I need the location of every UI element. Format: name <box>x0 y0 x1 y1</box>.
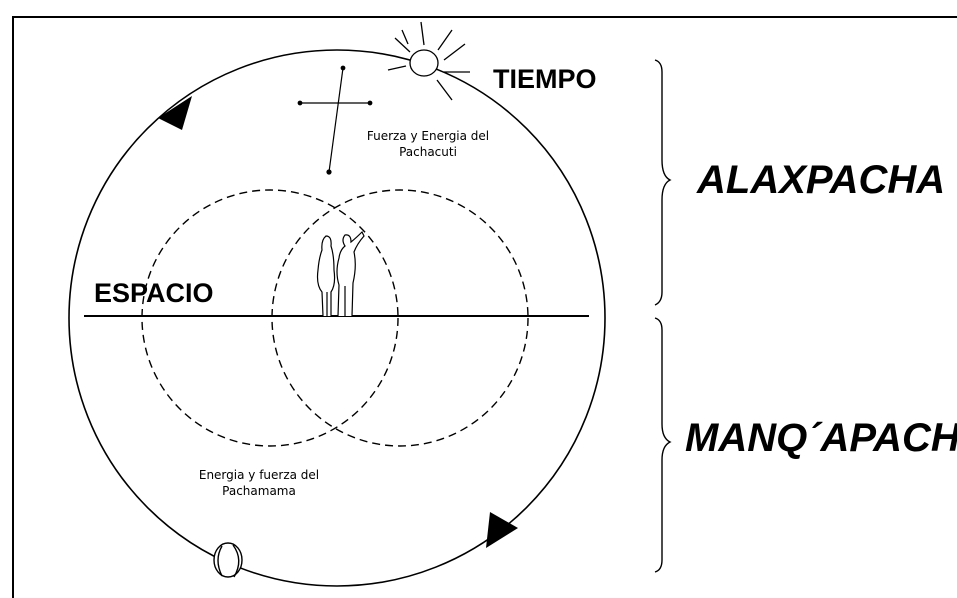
arrow-down-right <box>486 512 518 548</box>
moon-icon <box>213 542 243 578</box>
label-alaxpacha: ALAXPACHA <box>697 158 946 202</box>
human-figures-icon <box>316 230 365 317</box>
dashed-circle-left <box>141 189 399 447</box>
caption-upper-line-2: Pachacuti <box>399 145 457 159</box>
caption-lower-line-1: Energia y fuerza del <box>198 468 320 482</box>
caption-lower: Energia y fuerza del Pachamama <box>182 467 336 499</box>
dashed-circle-right <box>271 189 529 447</box>
diagram-frame <box>12 16 957 598</box>
caption-upper: Fuerza y Energia del Pachacuti <box>346 128 510 160</box>
outer-circle <box>68 49 606 587</box>
caption-lower-line-2: Pachamama <box>222 484 296 498</box>
caption-upper-line-1: Fuerza y Energia del <box>366 129 490 143</box>
southern-cross-icon <box>297 65 373 175</box>
label-espacio: ESPACIO <box>94 278 214 308</box>
sun-icon <box>387 21 470 101</box>
arrow-up-left <box>158 96 192 130</box>
label-tiempo: TIEMPO <box>493 64 597 94</box>
label-manqapacha: MANQ´APACHA <box>685 416 957 460</box>
